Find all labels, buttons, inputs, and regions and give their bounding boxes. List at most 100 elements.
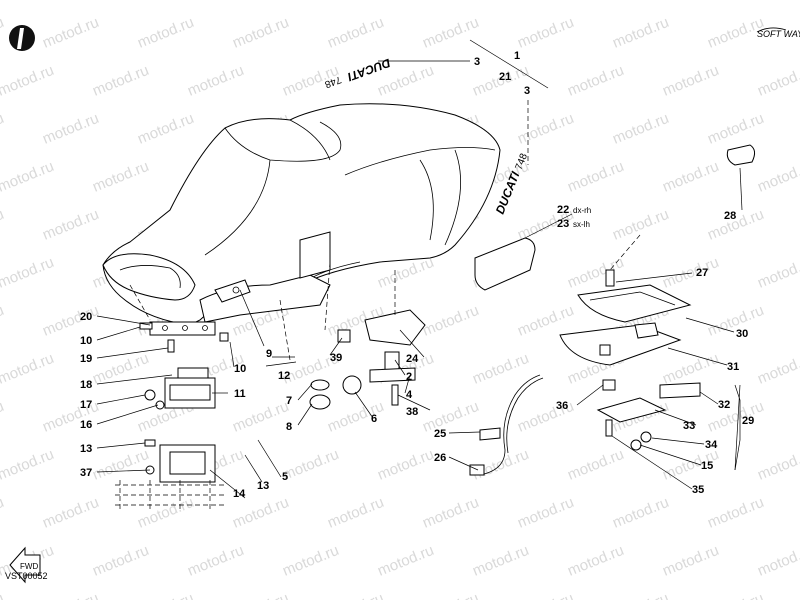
callout-15: 15 xyxy=(701,460,713,472)
watermark-text: motod.ru xyxy=(325,590,386,600)
emblem-icon xyxy=(9,25,35,51)
watermark-text: motod.ru xyxy=(420,494,481,532)
watermark-text: motod.ru xyxy=(280,446,341,484)
watermark-text: motod.ru xyxy=(610,206,671,244)
watermark-text: motod.ru xyxy=(185,62,246,100)
watermark-text: motod.ru xyxy=(280,0,341,4)
watermark-text: motod.ru xyxy=(565,158,626,196)
watermark-text: motod.ru xyxy=(325,398,386,436)
watermark-text: motod.ru xyxy=(515,110,576,148)
watermark-text: motod.ru xyxy=(185,0,246,4)
watermark-text: motod.ru xyxy=(705,398,766,436)
watermark-text: motod.ru xyxy=(0,62,56,100)
badge-plate xyxy=(474,237,536,291)
watermark-text: motod.ru xyxy=(420,590,481,600)
watermark-text: motod.ru xyxy=(755,542,800,580)
watermark-text: motod.ru xyxy=(470,0,531,4)
callout-11: 11 xyxy=(234,388,246,400)
callout-29: 29 xyxy=(742,415,754,427)
watermark-text: motod.ru xyxy=(660,350,721,388)
watermark-text: motod.ru xyxy=(375,446,436,484)
watermark-text: motod.ru xyxy=(755,446,800,484)
watermark-text: motod.ru xyxy=(565,0,626,4)
callout-7: 7 xyxy=(286,395,292,407)
screw-10 xyxy=(139,322,153,330)
watermark-text: motod.ru xyxy=(755,62,800,100)
screw-19 xyxy=(167,339,175,353)
watermark-text: motod.ru xyxy=(705,494,766,532)
watermark-text: motod.ru xyxy=(705,590,766,600)
watermark-text: motod.ru xyxy=(660,254,721,292)
callout-23-suffix: sx-lh xyxy=(573,220,590,229)
watermark-text: motod.ru xyxy=(755,254,800,292)
callout-38: 38 xyxy=(406,406,418,418)
callout-14: 14 xyxy=(233,488,246,500)
callout-1: 1 xyxy=(514,50,520,62)
watermark-text: motod.ru xyxy=(565,446,626,484)
rubber-pad-28 xyxy=(726,144,756,166)
watermark-text: motod.ru xyxy=(0,254,56,292)
callout-26: 26 xyxy=(434,452,446,464)
callout-numbers: 1 21 3 3 22 dx-rh 23 sx-lh 27 28 30 31 3… xyxy=(80,50,754,500)
stud-10b xyxy=(219,332,229,342)
knob-6 xyxy=(342,375,362,395)
watermark-text: motod.ru xyxy=(705,110,766,148)
diagram-code: VST00052 xyxy=(5,571,48,581)
fwd-arrow-label: FWD xyxy=(20,562,38,571)
watermark-text: motod.ru xyxy=(0,0,56,4)
watermark-text: motod.ru xyxy=(185,542,246,580)
leader-lines xyxy=(96,39,743,499)
callout-35: 35 xyxy=(692,484,704,496)
callout-34: 34 xyxy=(705,439,718,451)
watermark-text: motod.ru xyxy=(0,398,6,436)
callout-32: 32 xyxy=(718,399,730,411)
callout-4: 4 xyxy=(406,389,413,401)
watermark-text: motod.ru xyxy=(40,206,101,244)
watermark-text: motod.ru xyxy=(0,206,6,244)
watermark-text: motod.ru xyxy=(90,350,151,388)
frame-sketch xyxy=(115,480,225,510)
callout-37: 37 xyxy=(80,467,92,479)
watermark-text: motod.ru xyxy=(135,494,196,532)
softway-logo: SOFT WAY xyxy=(756,27,800,39)
front-bracket xyxy=(149,321,216,336)
callout-33: 33 xyxy=(683,420,695,432)
watermark-text: motod.ru xyxy=(755,158,800,196)
callout-22: 22 xyxy=(557,204,569,216)
watermark-text: motod.ru xyxy=(565,62,626,100)
watermark-text: motod.ru xyxy=(755,350,800,388)
watermark-text: motod.ru xyxy=(40,110,101,148)
watermark-text: motod.ru xyxy=(230,14,291,52)
watermark-text: motod.ru xyxy=(325,494,386,532)
watermark-text: motod.ru xyxy=(0,110,6,148)
watermark-text: motod.ru xyxy=(325,14,386,52)
watermark-text: motod.ru xyxy=(565,254,626,292)
watermark-text: motod.ru xyxy=(565,542,626,580)
watermark-text: motod.ru xyxy=(0,494,6,532)
group-bracket-29 xyxy=(734,384,741,471)
lower-bracket xyxy=(144,439,216,483)
rubber-bumpers xyxy=(309,379,331,410)
callout-24: 24 xyxy=(406,353,419,365)
watermark-text: motod.ru xyxy=(375,0,436,4)
watermark-text: motod.ru xyxy=(0,350,56,388)
callout-3b: 3 xyxy=(474,56,480,68)
callout-9: 9 xyxy=(266,348,272,360)
fwd-arrow-icon: FWD xyxy=(9,546,41,584)
group-bracket-12 xyxy=(265,361,297,367)
tail-light-assembly xyxy=(559,269,701,451)
watermark-text: motod.ru xyxy=(90,62,151,100)
seat xyxy=(102,103,501,326)
callout-18: 18 xyxy=(80,379,92,391)
watermark-text: motod.ru xyxy=(280,542,341,580)
watermark-text: motod.ru xyxy=(90,0,151,4)
callout-2: 2 xyxy=(406,371,412,383)
watermark-text: motod.ru xyxy=(515,494,576,532)
watermark-text: motod.ru xyxy=(755,0,800,4)
callout-30: 30 xyxy=(736,328,748,340)
watermark-text: motod.ru xyxy=(470,542,531,580)
callout-8: 8 xyxy=(286,421,292,433)
watermark-text: motod.ru xyxy=(420,398,481,436)
watermark-text: motod.ru xyxy=(470,350,531,388)
